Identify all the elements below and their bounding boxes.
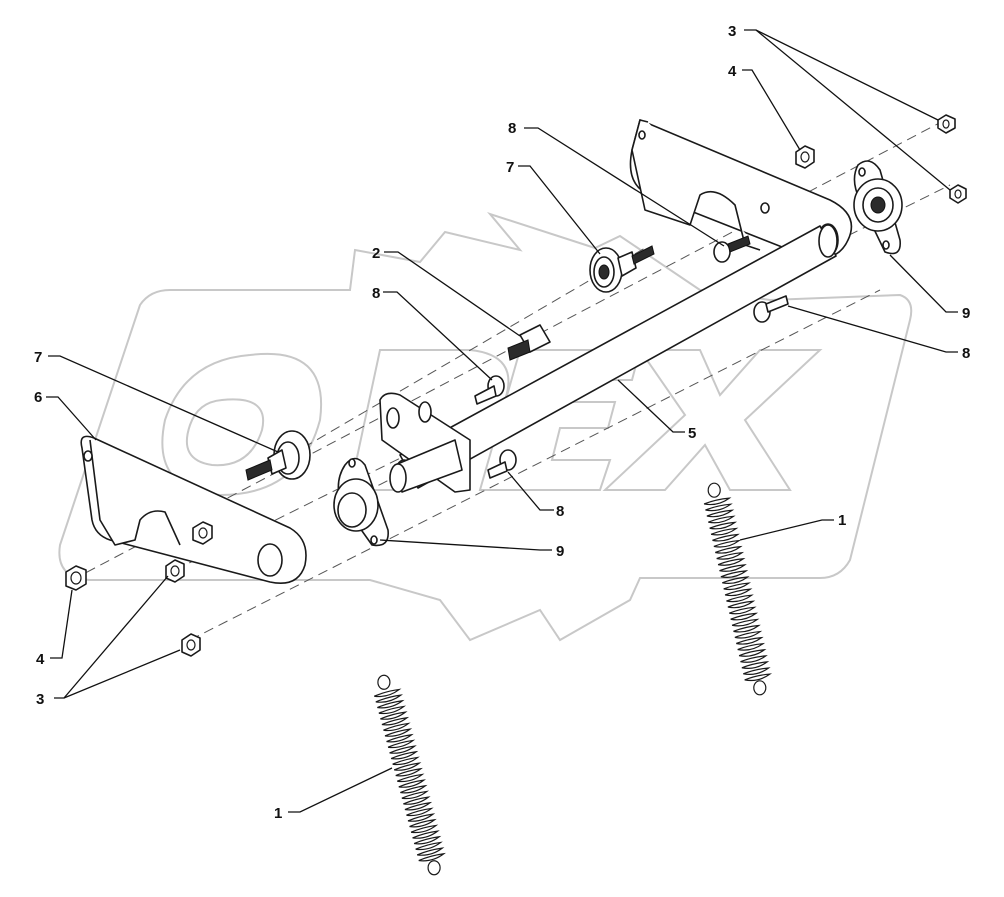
bolt-2 <box>507 324 551 361</box>
carriage-bolt-mid <box>474 375 505 405</box>
spring-right <box>703 482 773 696</box>
callout-6: 6 <box>34 389 42 406</box>
callout-3-upper: 3 <box>728 23 736 40</box>
roller-lower <box>245 430 311 481</box>
nut-lower-inner <box>192 521 213 545</box>
mount-plate <box>379 392 471 493</box>
carriage-bolt-upper <box>713 235 751 263</box>
flange-bearing-right <box>853 160 903 255</box>
callout-8-upper: 8 <box>508 120 516 137</box>
callout-2: 2 <box>372 245 380 262</box>
nut-upper-1 <box>937 114 956 134</box>
callout-labels: 3 4 8 7 2 8 7 6 9 8 5 8 9 1 4 3 1 <box>34 23 970 822</box>
nut-lower-2 <box>181 633 201 657</box>
carriage-bolt-lower <box>487 449 517 479</box>
carriage-bolt-right <box>753 295 789 323</box>
roller-upper <box>589 245 655 293</box>
callout-8-right: 8 <box>962 345 970 362</box>
callout-7-upper: 7 <box>506 159 514 176</box>
callout-3-lower: 3 <box>36 691 44 708</box>
callout-7-lower: 7 <box>34 349 42 366</box>
spring-lower <box>373 674 446 876</box>
washer-lower <box>65 565 87 591</box>
callout-1-right: 1 <box>838 512 846 529</box>
flange-bearing-left <box>333 457 389 547</box>
callout-8-lower: 8 <box>556 503 564 520</box>
callout-9-lower: 9 <box>556 543 564 560</box>
callout-5: 5 <box>688 425 696 442</box>
callout-8-mid: 8 <box>372 285 380 302</box>
left-bracket-plate <box>80 435 307 584</box>
nut-upper-2 <box>949 184 967 204</box>
washer-upper <box>795 145 815 169</box>
callout-9-right: 9 <box>962 305 970 322</box>
callout-1-lower: 1 <box>274 805 282 822</box>
nut-lower-1 <box>165 559 185 583</box>
callout-4-lower: 4 <box>36 651 45 668</box>
leader-lines <box>46 29 958 813</box>
callout-4-upper: 4 <box>728 63 737 80</box>
